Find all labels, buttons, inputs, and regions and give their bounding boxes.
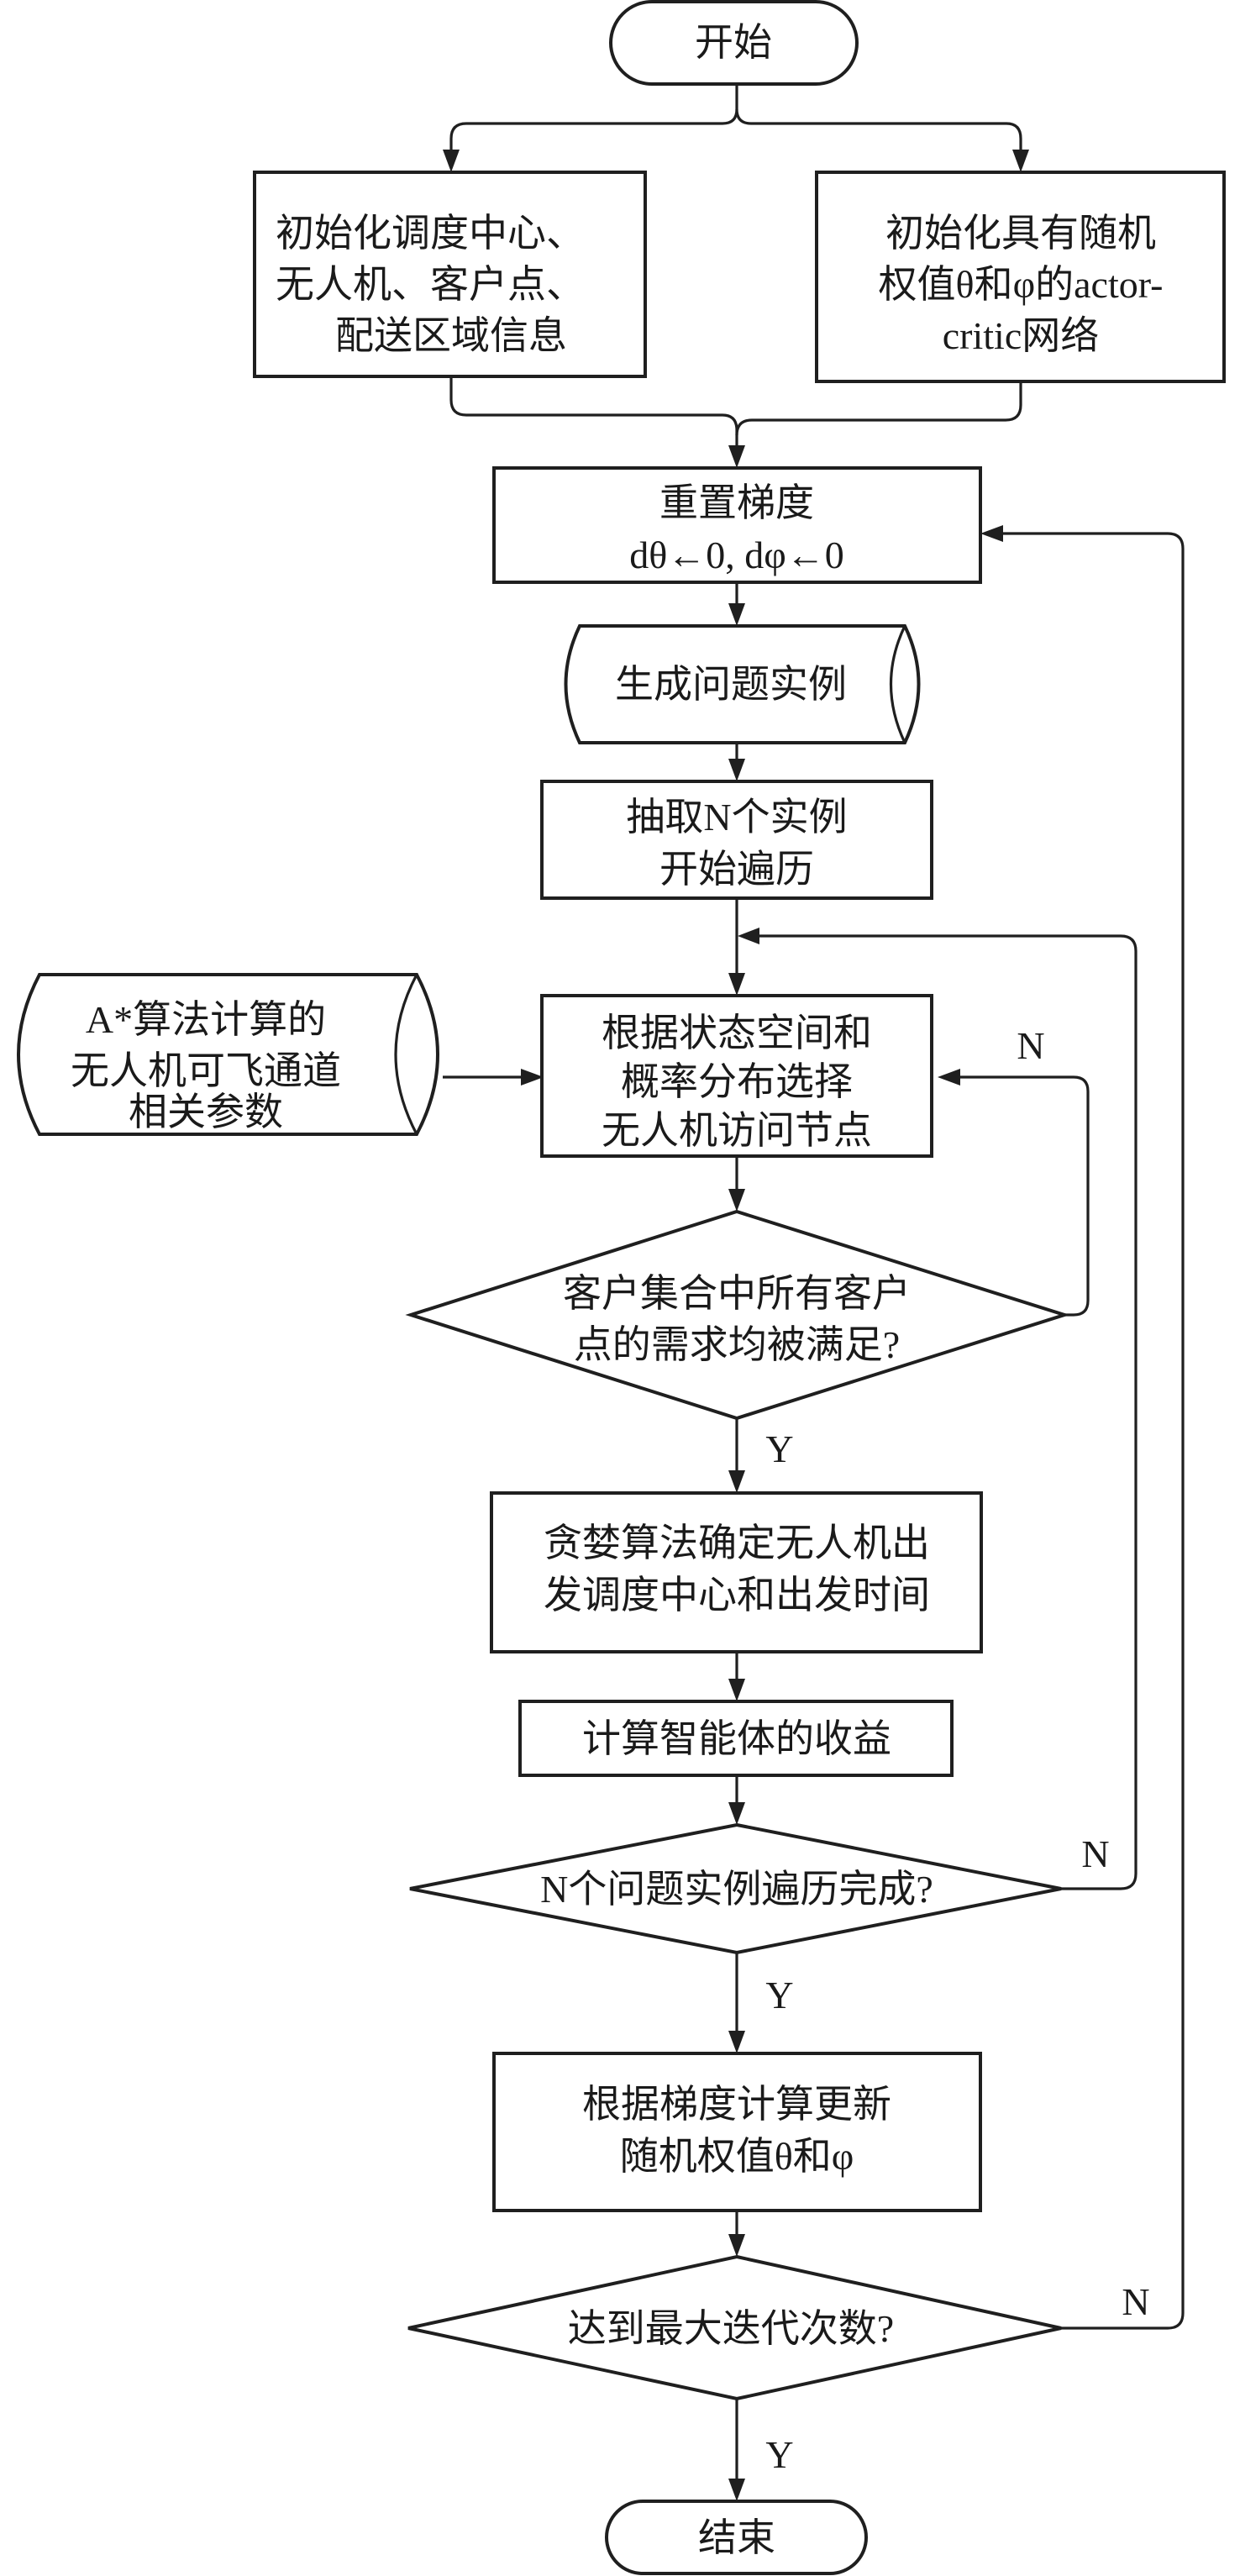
edge-demand-no bbox=[943, 1075, 1090, 1317]
node-sample-n-line1: 抽取N个实例 bbox=[626, 796, 847, 839]
node-reward-text: 计算智能体的收益 bbox=[582, 1717, 891, 1760]
label-demand-yes: Y bbox=[765, 1427, 793, 1470]
node-init-env-line3: 配送区域信息 bbox=[335, 314, 567, 357]
node-dec-demand-line1: 客户集合中所有客户 bbox=[563, 1272, 911, 1315]
node-astar-line1: A*算法计算的 bbox=[86, 998, 326, 1041]
edge-merge-left bbox=[449, 376, 738, 464]
arrowhead bbox=[980, 525, 1003, 542]
node-end-text: 结束 bbox=[698, 2516, 775, 2559]
arrowhead bbox=[1012, 150, 1029, 172]
node-init-net-line2: 权值θ和φ的actor- bbox=[879, 263, 1164, 306]
node-astar-line2: 无人机可飞通道 bbox=[71, 1049, 341, 1092]
node-dec-max-it: 达到最大迭代次数? bbox=[407, 2254, 1062, 2401]
node-sample-n-line2: 开始遍历 bbox=[659, 848, 814, 891]
node-select-node-line2: 概率分布选择 bbox=[621, 1060, 853, 1103]
label-max-it-no: N bbox=[1122, 2280, 1149, 2323]
node-reset-grad: 重置梯度 dθ←0, dφ←0 bbox=[492, 466, 982, 584]
edge-start-split bbox=[449, 84, 738, 168]
node-dec-max-it-text: 达到最大迭代次数? bbox=[568, 2307, 894, 2350]
arrowhead bbox=[728, 603, 745, 626]
node-greedy-line1: 贪婪算法确定无人机出 bbox=[544, 1522, 930, 1564]
arrowhead bbox=[728, 1189, 745, 1212]
label-max-it-yes: Y bbox=[765, 2433, 793, 2476]
node-reset-grad-line1: 重置梯度 bbox=[659, 481, 814, 524]
label-demand-no: N bbox=[1017, 1024, 1044, 1067]
arrowhead bbox=[728, 2031, 745, 2053]
label-n-done-yes: Y bbox=[765, 1974, 793, 2016]
node-init-env: 初始化调度中心、 无人机、客户点、 配送区域信息 bbox=[253, 171, 647, 378]
arrowhead bbox=[728, 1679, 745, 1701]
node-init-net: 初始化具有随机 权值θ和φ的actor- critic网络 bbox=[815, 171, 1226, 383]
arrowhead bbox=[738, 928, 759, 944]
node-update: 根据梯度计算更新 随机权值θ和φ bbox=[492, 2052, 982, 2212]
node-init-env-line1: 初始化调度中心、 bbox=[276, 212, 585, 255]
node-update-line2: 随机权值θ和φ bbox=[620, 2135, 854, 2178]
connectors bbox=[443, 84, 1185, 2501]
node-astar-line3: 相关参数 bbox=[129, 1091, 283, 1133]
edge-maxit-no bbox=[985, 532, 1185, 2330]
node-dec-n-done: N个问题实例遍历完成? bbox=[409, 1822, 1062, 1955]
node-astar: A*算法计算的 无人机可飞通道 相关参数 bbox=[17, 973, 439, 1136]
node-gen-inst-text: 生成问题实例 bbox=[615, 663, 847, 706]
arrowhead bbox=[728, 2479, 745, 2501]
node-dec-demand: 客户集合中所有客户 点的需求均被满足? bbox=[405, 1209, 1070, 1421]
node-update-line1: 根据梯度计算更新 bbox=[582, 2083, 891, 2126]
node-dec-demand-line2: 点的需求均被满足? bbox=[574, 1323, 900, 1366]
node-greedy-line2: 发调度中心和出发时间 bbox=[544, 1574, 930, 1617]
arrowhead bbox=[728, 759, 745, 781]
label-n-done-no: N bbox=[1081, 1832, 1109, 1875]
node-start-text: 开始 bbox=[695, 21, 772, 64]
arrowhead bbox=[728, 1802, 745, 1825]
arrowhead bbox=[938, 1069, 960, 1086]
edge-ndone-no bbox=[743, 934, 1138, 1890]
node-init-net-line3: critic网络 bbox=[943, 314, 1100, 357]
arrowhead bbox=[443, 150, 460, 172]
edge-merge-right bbox=[735, 381, 1022, 436]
arrowhead bbox=[728, 973, 745, 996]
node-reset-grad-line2: dθ←0, dφ←0 bbox=[629, 534, 844, 576]
node-reward: 计算智能体的收益 bbox=[518, 1700, 954, 1777]
node-dec-n-done-text: N个问题实例遍历完成? bbox=[540, 1868, 933, 1911]
node-select-node-line1: 根据状态空间和 bbox=[602, 1012, 872, 1054]
node-select-node-line3: 无人机访问节点 bbox=[602, 1109, 872, 1152]
node-init-net-line1: 初始化具有随机 bbox=[885, 212, 1156, 255]
node-sample-n: 抽取N个实例 开始遍历 bbox=[540, 780, 933, 900]
node-end: 结束 bbox=[605, 2500, 868, 2575]
node-gen-inst: 生成问题实例 bbox=[564, 624, 921, 744]
edge-start-split-right bbox=[735, 108, 1022, 168]
node-select-node: 根据状态空间和 概率分布选择 无人机访问节点 bbox=[540, 994, 933, 1158]
node-greedy: 贪婪算法确定无人机出 发调度中心和出发时间 bbox=[490, 1491, 983, 1653]
node-init-env-line2: 无人机、客户点、 bbox=[276, 263, 585, 306]
arrowhead bbox=[728, 1470, 745, 1493]
node-start: 开始 bbox=[609, 0, 859, 86]
arrowhead bbox=[728, 2234, 745, 2257]
arrowhead bbox=[728, 445, 745, 468]
arrowhead bbox=[521, 1069, 544, 1086]
